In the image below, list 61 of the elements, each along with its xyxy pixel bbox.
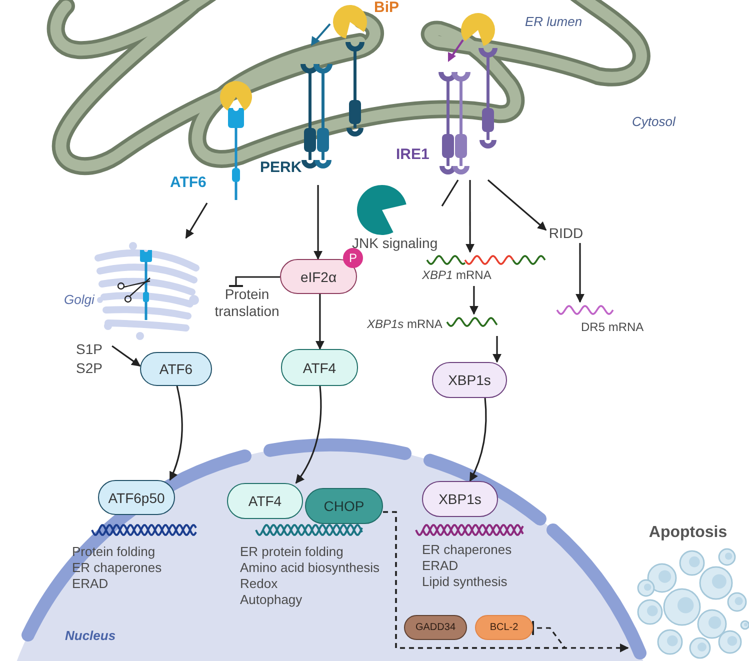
protein-name: XBP1s: [438, 491, 482, 507]
protein-name: eIF2α: [300, 268, 337, 284]
protein-name: GADD34: [415, 622, 456, 633]
protein-pill: [422, 481, 498, 517]
protein-name: ATF6: [159, 361, 193, 377]
inhibition-line: [383, 511, 567, 649]
protein-pill: [98, 480, 175, 515]
pathway-text: Protein translation: [209, 286, 285, 322]
receptor-name: IRE1: [396, 146, 430, 164]
outcome-label: Apoptosis: [648, 524, 728, 542]
arrow: [314, 185, 323, 260]
compartment-label: ER lumen: [525, 14, 582, 29]
protein-name: BCL-2: [490, 622, 518, 633]
protein-pill: [404, 615, 467, 640]
protein-pill: [140, 352, 212, 386]
protein-pill: [305, 488, 383, 524]
target-process-text: ERAD: [422, 558, 458, 574]
protein-name: XBP1s: [448, 372, 491, 388]
arrow: [169, 386, 183, 481]
target-process-text: ERAD: [72, 576, 108, 592]
protein-pill: [432, 362, 507, 398]
arrow: [469, 286, 478, 315]
organelle-label: Golgi: [64, 293, 94, 308]
target-process-text: Redox: [240, 576, 278, 592]
target-process-text: Lipid synthesis: [422, 574, 508, 590]
protein-pill: [281, 349, 358, 386]
pathway-text: JNK signaling: [352, 235, 438, 252]
arrow: [315, 294, 324, 350]
pathway-text: RIDD: [546, 225, 586, 243]
connector-line: [441, 180, 459, 206]
phosphate-mark: P: [348, 251, 357, 265]
arrow: [492, 336, 502, 363]
protein-name: ATF4: [302, 360, 336, 376]
arrow: [295, 386, 322, 484]
mrna-label: DR5 mRNA: [581, 321, 644, 335]
protein-pill: [227, 483, 303, 519]
target-process-text: ER chaperones: [72, 560, 162, 576]
protein-name: ATF6p50: [108, 490, 165, 506]
target-process-text: Amino acid biosynthesis: [240, 560, 380, 576]
receptor-name: ATF6: [170, 174, 206, 192]
protein-name: CHOP: [324, 498, 364, 514]
mrna-label: XBP1 mRNA: [422, 269, 492, 283]
arrow: [185, 202, 208, 239]
arrow: [112, 345, 141, 367]
arrow: [466, 180, 475, 253]
protein-pill: [475, 615, 533, 640]
target-process-text: ER protein folding: [240, 544, 344, 560]
arrow: [469, 398, 487, 482]
receptor-name: PERK: [260, 159, 302, 176]
compartment-label: Cytosol: [632, 114, 676, 129]
target-process-text: Protein folding: [72, 544, 156, 560]
arrow: [487, 179, 547, 231]
arrow: [576, 243, 585, 303]
target-process-text: Autophagy: [240, 592, 302, 608]
target-process-text: ER chaperones: [422, 542, 512, 558]
protein-name: ATF4: [248, 493, 282, 509]
phosphate-badge: [343, 248, 363, 268]
mrna-label: XBP1s mRNA: [367, 318, 442, 332]
inhibition-line: [228, 276, 280, 288]
protein-name: BiP: [374, 0, 400, 16]
compartment-label: Nucleus: [65, 629, 116, 644]
